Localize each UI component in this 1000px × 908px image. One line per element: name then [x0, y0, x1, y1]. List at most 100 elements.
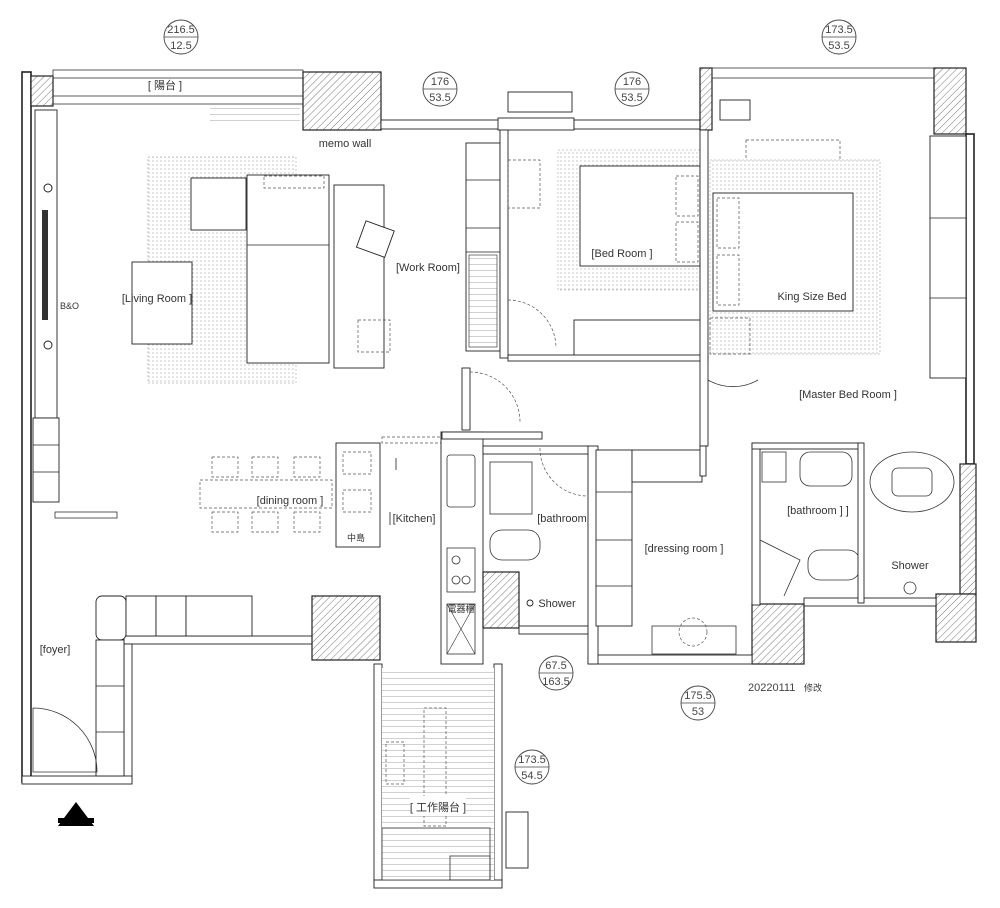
bathtub-inner: [891, 467, 933, 497]
work-balcony: [ 工作陽台 ]: [373, 663, 529, 889]
work-desk: [333, 184, 385, 369]
bath1-vanity: [489, 461, 533, 515]
dressing-room: [dressing room ]: [587, 445, 737, 665]
wall-bottom-bath: [803, 597, 937, 607]
wb-rack: [423, 707, 447, 827]
memo-wall-label: memo wall: [319, 138, 372, 150]
master-window: [711, 67, 935, 79]
wall-work-bottom: [461, 367, 471, 431]
pillow: [716, 254, 740, 306]
living-room-label: [Living Room ]: [122, 293, 192, 305]
dim-bottom: 163.5: [542, 676, 570, 688]
foyer-label: [foyer]: [40, 644, 71, 656]
wall-foyer-top: [123, 635, 315, 645]
piano-icon: [468, 254, 498, 348]
nightstand: [719, 99, 751, 121]
balcony-rug: [210, 108, 300, 122]
work-room-label: [Work Room]: [396, 262, 460, 274]
dining-table: [199, 479, 333, 509]
master-bed-room: King Size Bed [Master Bed Room ]: [699, 99, 967, 447]
master-wardrobe: [929, 135, 967, 379]
work-balcony-label: [ 工作陽台 ]: [410, 800, 466, 814]
appliance-cabinet: [446, 603, 476, 655]
wall-right-lower: [959, 463, 977, 595]
bathroom1-label: [bathroom: [537, 513, 587, 525]
king-bed: [712, 192, 854, 312]
wb-sink: [381, 827, 491, 881]
dressing-room-label: [dressing room ]: [645, 543, 724, 555]
column-bottom: [751, 603, 805, 665]
balcony-label: [ 陽台 ]: [148, 78, 182, 92]
pillow: [675, 221, 699, 263]
revision-date: 20220111: [748, 682, 795, 694]
wall-corner: [30, 75, 54, 107]
work-chair: [355, 220, 395, 258]
foyer-shelf: [125, 595, 157, 637]
dressing-shelf: [631, 449, 703, 483]
shower1-label: Shower: [538, 598, 576, 610]
dim-top: 173.5: [825, 24, 853, 36]
tv-icon: [42, 210, 48, 320]
shower2-label: Shower: [891, 560, 929, 572]
balcony-window: [52, 95, 304, 105]
wall-kitchen-top: [441, 431, 543, 440]
dimension-bubble: 176 53.5: [614, 71, 650, 107]
outer-walls: [21, 67, 977, 785]
dressing-wardrobe: [595, 449, 633, 627]
wall-bath1-top: [482, 445, 590, 455]
dim-top: 176: [431, 76, 449, 88]
bed-room: [Bed Room ]: [507, 91, 709, 362]
pillow: [675, 175, 699, 217]
bathroom-1: [bathroom Shower: [482, 445, 590, 635]
wall-foyer-bottom: [21, 775, 133, 785]
dimension-bubble: 175.5 53: [680, 685, 716, 721]
wall-bath2-left: [751, 442, 761, 606]
dimension-bubble: 67.5 163.5: [538, 655, 574, 691]
entry-door: [32, 707, 98, 773]
bathtub-icon: [869, 451, 955, 513]
sink-icon: [446, 454, 476, 508]
work-room: [Work Room]: [333, 129, 521, 431]
bath2-vanity: [799, 451, 853, 487]
dim-bottom: 53.5: [429, 92, 450, 104]
kitchen-island: [335, 442, 381, 548]
work-stool: [357, 319, 391, 353]
wall-foyer-right: [123, 643, 133, 783]
wall-bed-master: [699, 129, 709, 447]
dining-chairs: [211, 456, 321, 533]
wall-bottom-dressing: [587, 654, 753, 665]
column-master: [933, 67, 967, 135]
wall-bath2-top: [751, 442, 861, 450]
bed-side-table: [507, 159, 541, 209]
wall-wb-right: [493, 663, 503, 887]
coffee-table: [131, 261, 193, 345]
foyer-cabinet: [95, 595, 127, 641]
wall-right: [965, 133, 975, 465]
master-side-table: [709, 317, 751, 355]
wall-top-bed2: [573, 119, 705, 130]
toilet-icon: [807, 549, 861, 581]
balcony: [ 陽台 ]: [148, 78, 300, 122]
foyer-shelf: [185, 595, 253, 637]
wall-bed-bottom: [507, 354, 709, 362]
toilet-icon: [489, 529, 541, 561]
dim-top: 173.5: [518, 754, 546, 766]
vanity-table: [651, 625, 737, 655]
wall-bath1-bottom: [518, 625, 590, 635]
wall-top-mid: [380, 119, 502, 130]
shoe-rack: [95, 639, 125, 777]
balcony-rail: [52, 69, 304, 79]
foyer-shelf: [155, 595, 187, 637]
shower-head-icon: [903, 581, 917, 595]
dim-bottom: 53: [692, 706, 704, 718]
wb-ac-unit-icon: [505, 811, 529, 869]
dim-bottom: 53.5: [828, 40, 849, 52]
dimension-bubbles: 216.5 12.5 176 53.5 176 53.5 173.5 53.5 …: [163, 19, 857, 785]
wall-top-bed: [497, 117, 575, 131]
dim-top: 67.5: [545, 660, 566, 672]
bath2-cabinet: [761, 451, 787, 483]
living-room: [Living Room ] B&O: [32, 109, 330, 519]
bath1-column: [482, 571, 520, 629]
dimension-bubble: 173.5 54.5: [514, 749, 550, 785]
wall-left: [21, 71, 32, 783]
